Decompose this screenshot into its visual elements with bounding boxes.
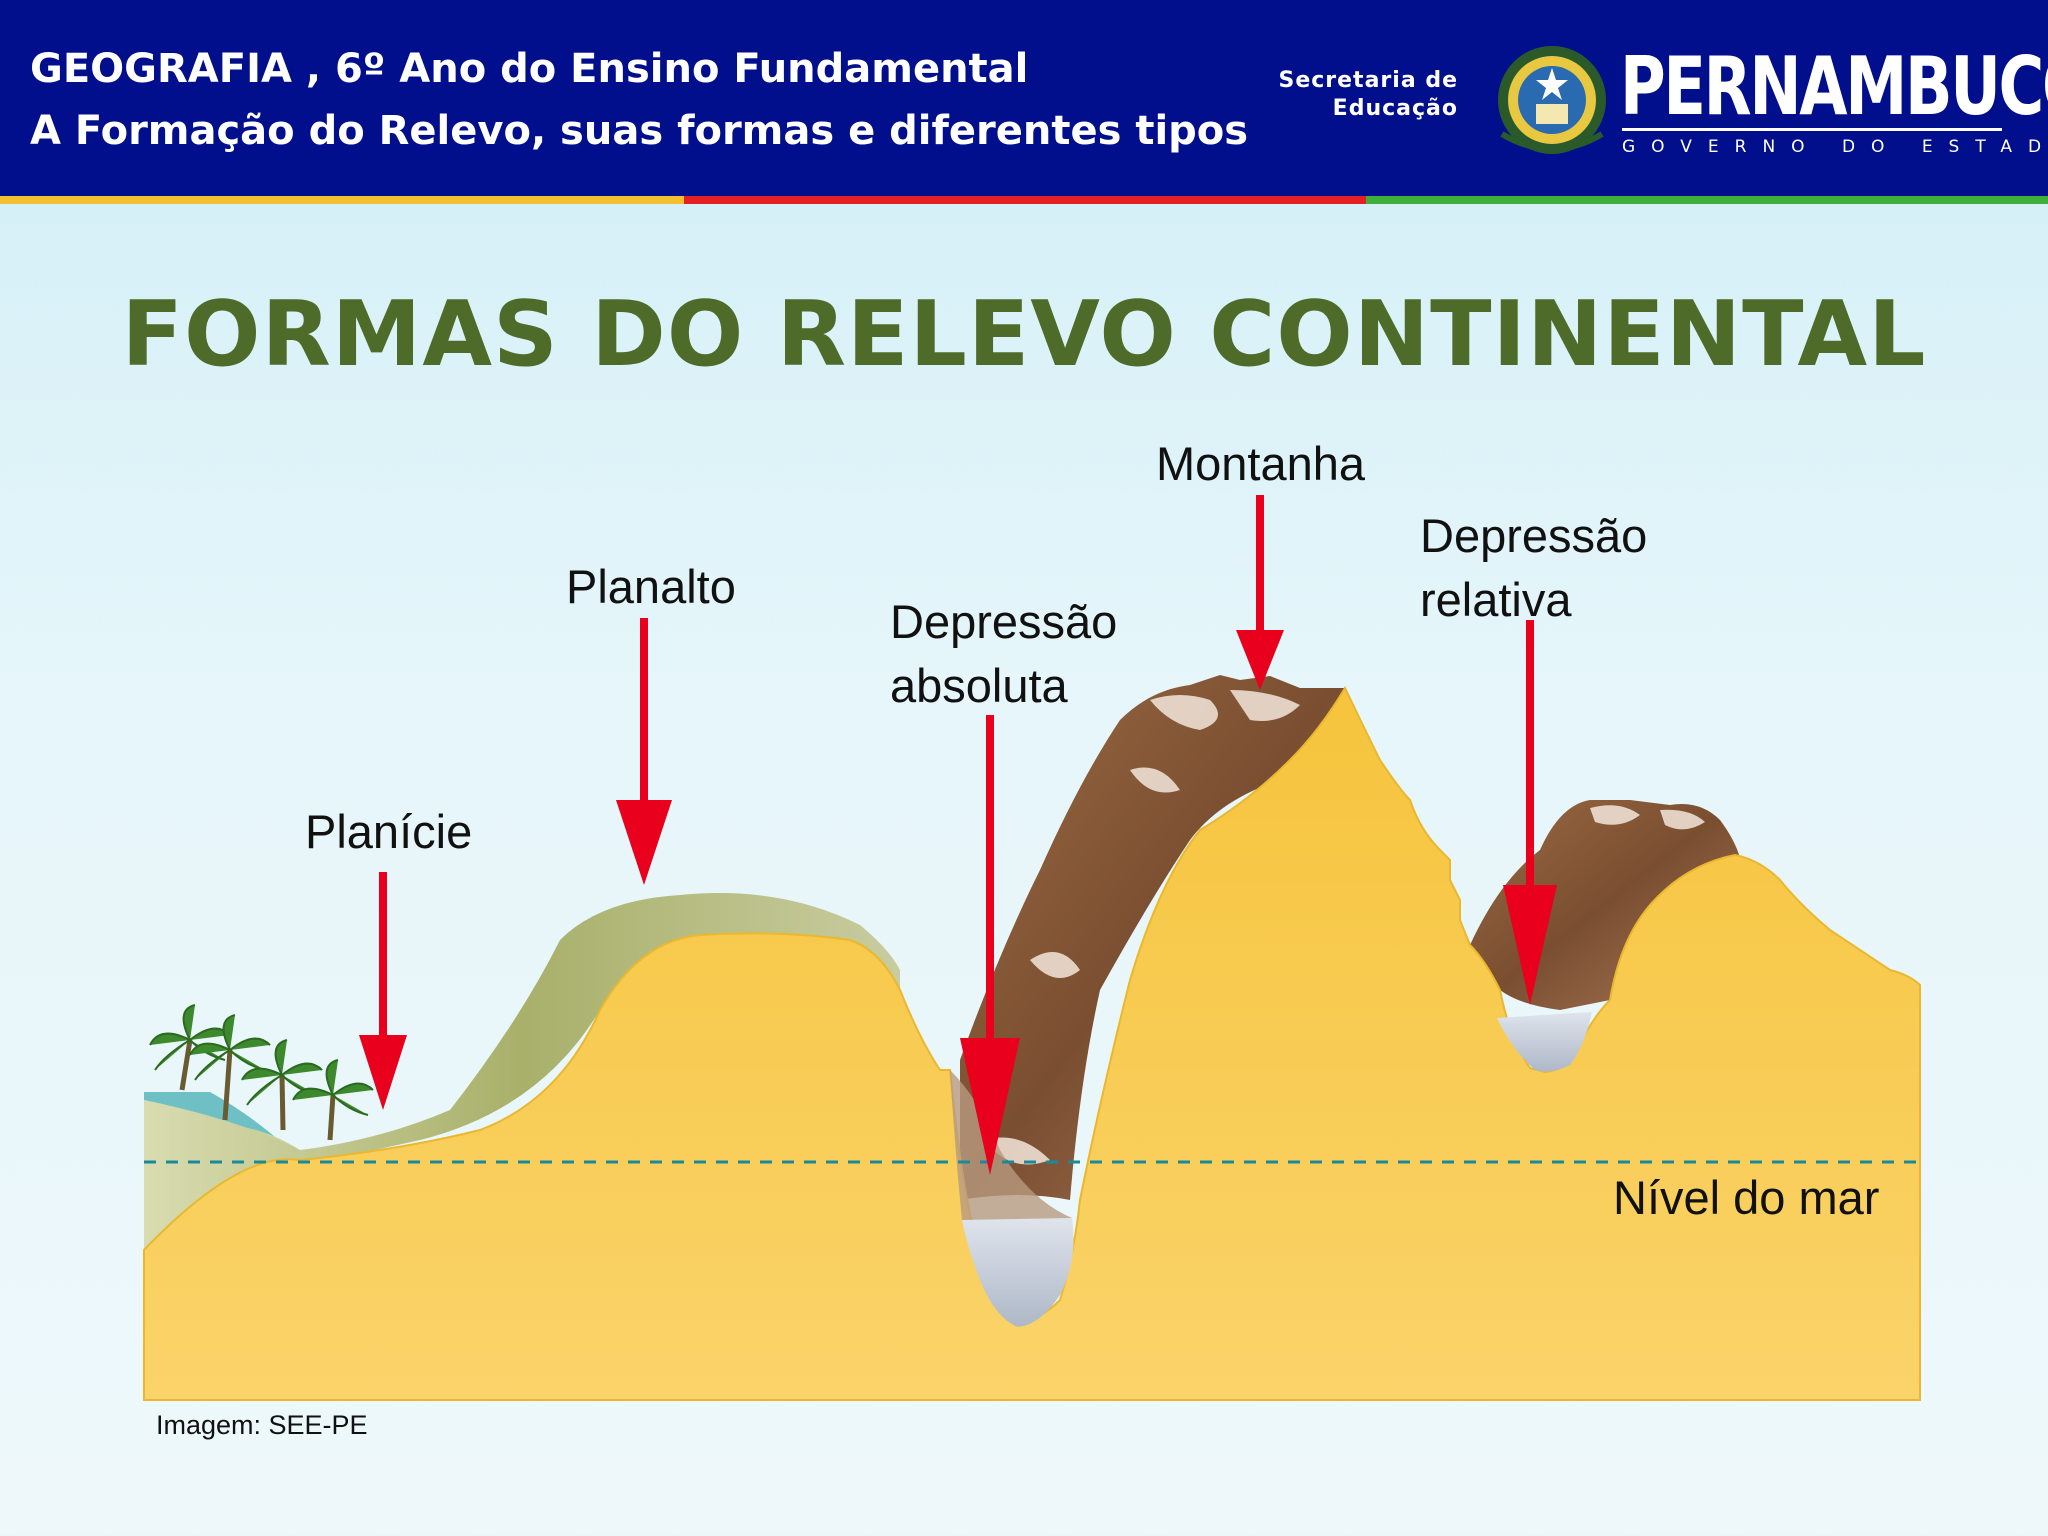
label-montanha: Montanha	[1156, 437, 1366, 490]
arrow-montanha-icon	[1236, 495, 1284, 690]
label-nivel-do-mar: Nível do mar	[1613, 1171, 1880, 1224]
terrain-body	[143, 685, 1921, 1401]
label-planalto: Planalto	[566, 560, 736, 613]
palm-trees-icon	[149, 1004, 374, 1141]
secretaria-label-2: Educação	[1332, 96, 1458, 121]
coat-of-arms-icon	[1498, 46, 1606, 154]
arrow-depressao-relativa-icon	[1503, 620, 1557, 1005]
stripe-red	[684, 196, 1366, 204]
absolute-depression-water	[962, 1218, 1074, 1327]
image-credit: Imagem: SEE-PE	[156, 1410, 368, 1440]
arrow-depressao-absoluta-icon	[960, 715, 1020, 1175]
label-depressao-absoluta-1: Depressão	[890, 595, 1118, 648]
slide-title: FORMAS DO RELEVO CONTINENTAL	[121, 282, 1927, 387]
label-planicie: Planície	[305, 805, 473, 858]
stripe-green	[1366, 196, 2048, 204]
absolute-depression-rock	[950, 1070, 1072, 1220]
label-depressao-relativa-1: Depressão	[1420, 509, 1648, 562]
relative-depression-water	[1497, 1012, 1592, 1072]
label-depressao-relativa-2: relativa	[1420, 573, 1572, 626]
secretaria-label-1: Secretaria de	[1278, 68, 1458, 93]
header-bar: GEOGRAFIA , 6º Ano do Ensino Fundamental…	[0, 0, 2048, 196]
plain-vegetation	[144, 893, 900, 1250]
state-divider	[1622, 128, 2002, 131]
mountain-rock	[960, 675, 1345, 1200]
state-subtitle: GOVERNO DO ESTADO	[1622, 137, 2048, 157]
course-title: GEOGRAFIA , 6º Ano do Ensino Fundamental	[30, 46, 1029, 92]
lesson-title: A Formação do Relevo, suas formas e dife…	[30, 108, 1249, 154]
arrow-planicie-icon	[359, 872, 407, 1110]
stripe-yellow	[0, 196, 684, 204]
state-name: PERNAMBUCO	[1620, 40, 2048, 133]
relative-depression-snow	[1590, 805, 1705, 830]
arrow-planalto-icon	[616, 618, 672, 885]
label-depressao-absoluta-2: absoluta	[890, 659, 1068, 712]
